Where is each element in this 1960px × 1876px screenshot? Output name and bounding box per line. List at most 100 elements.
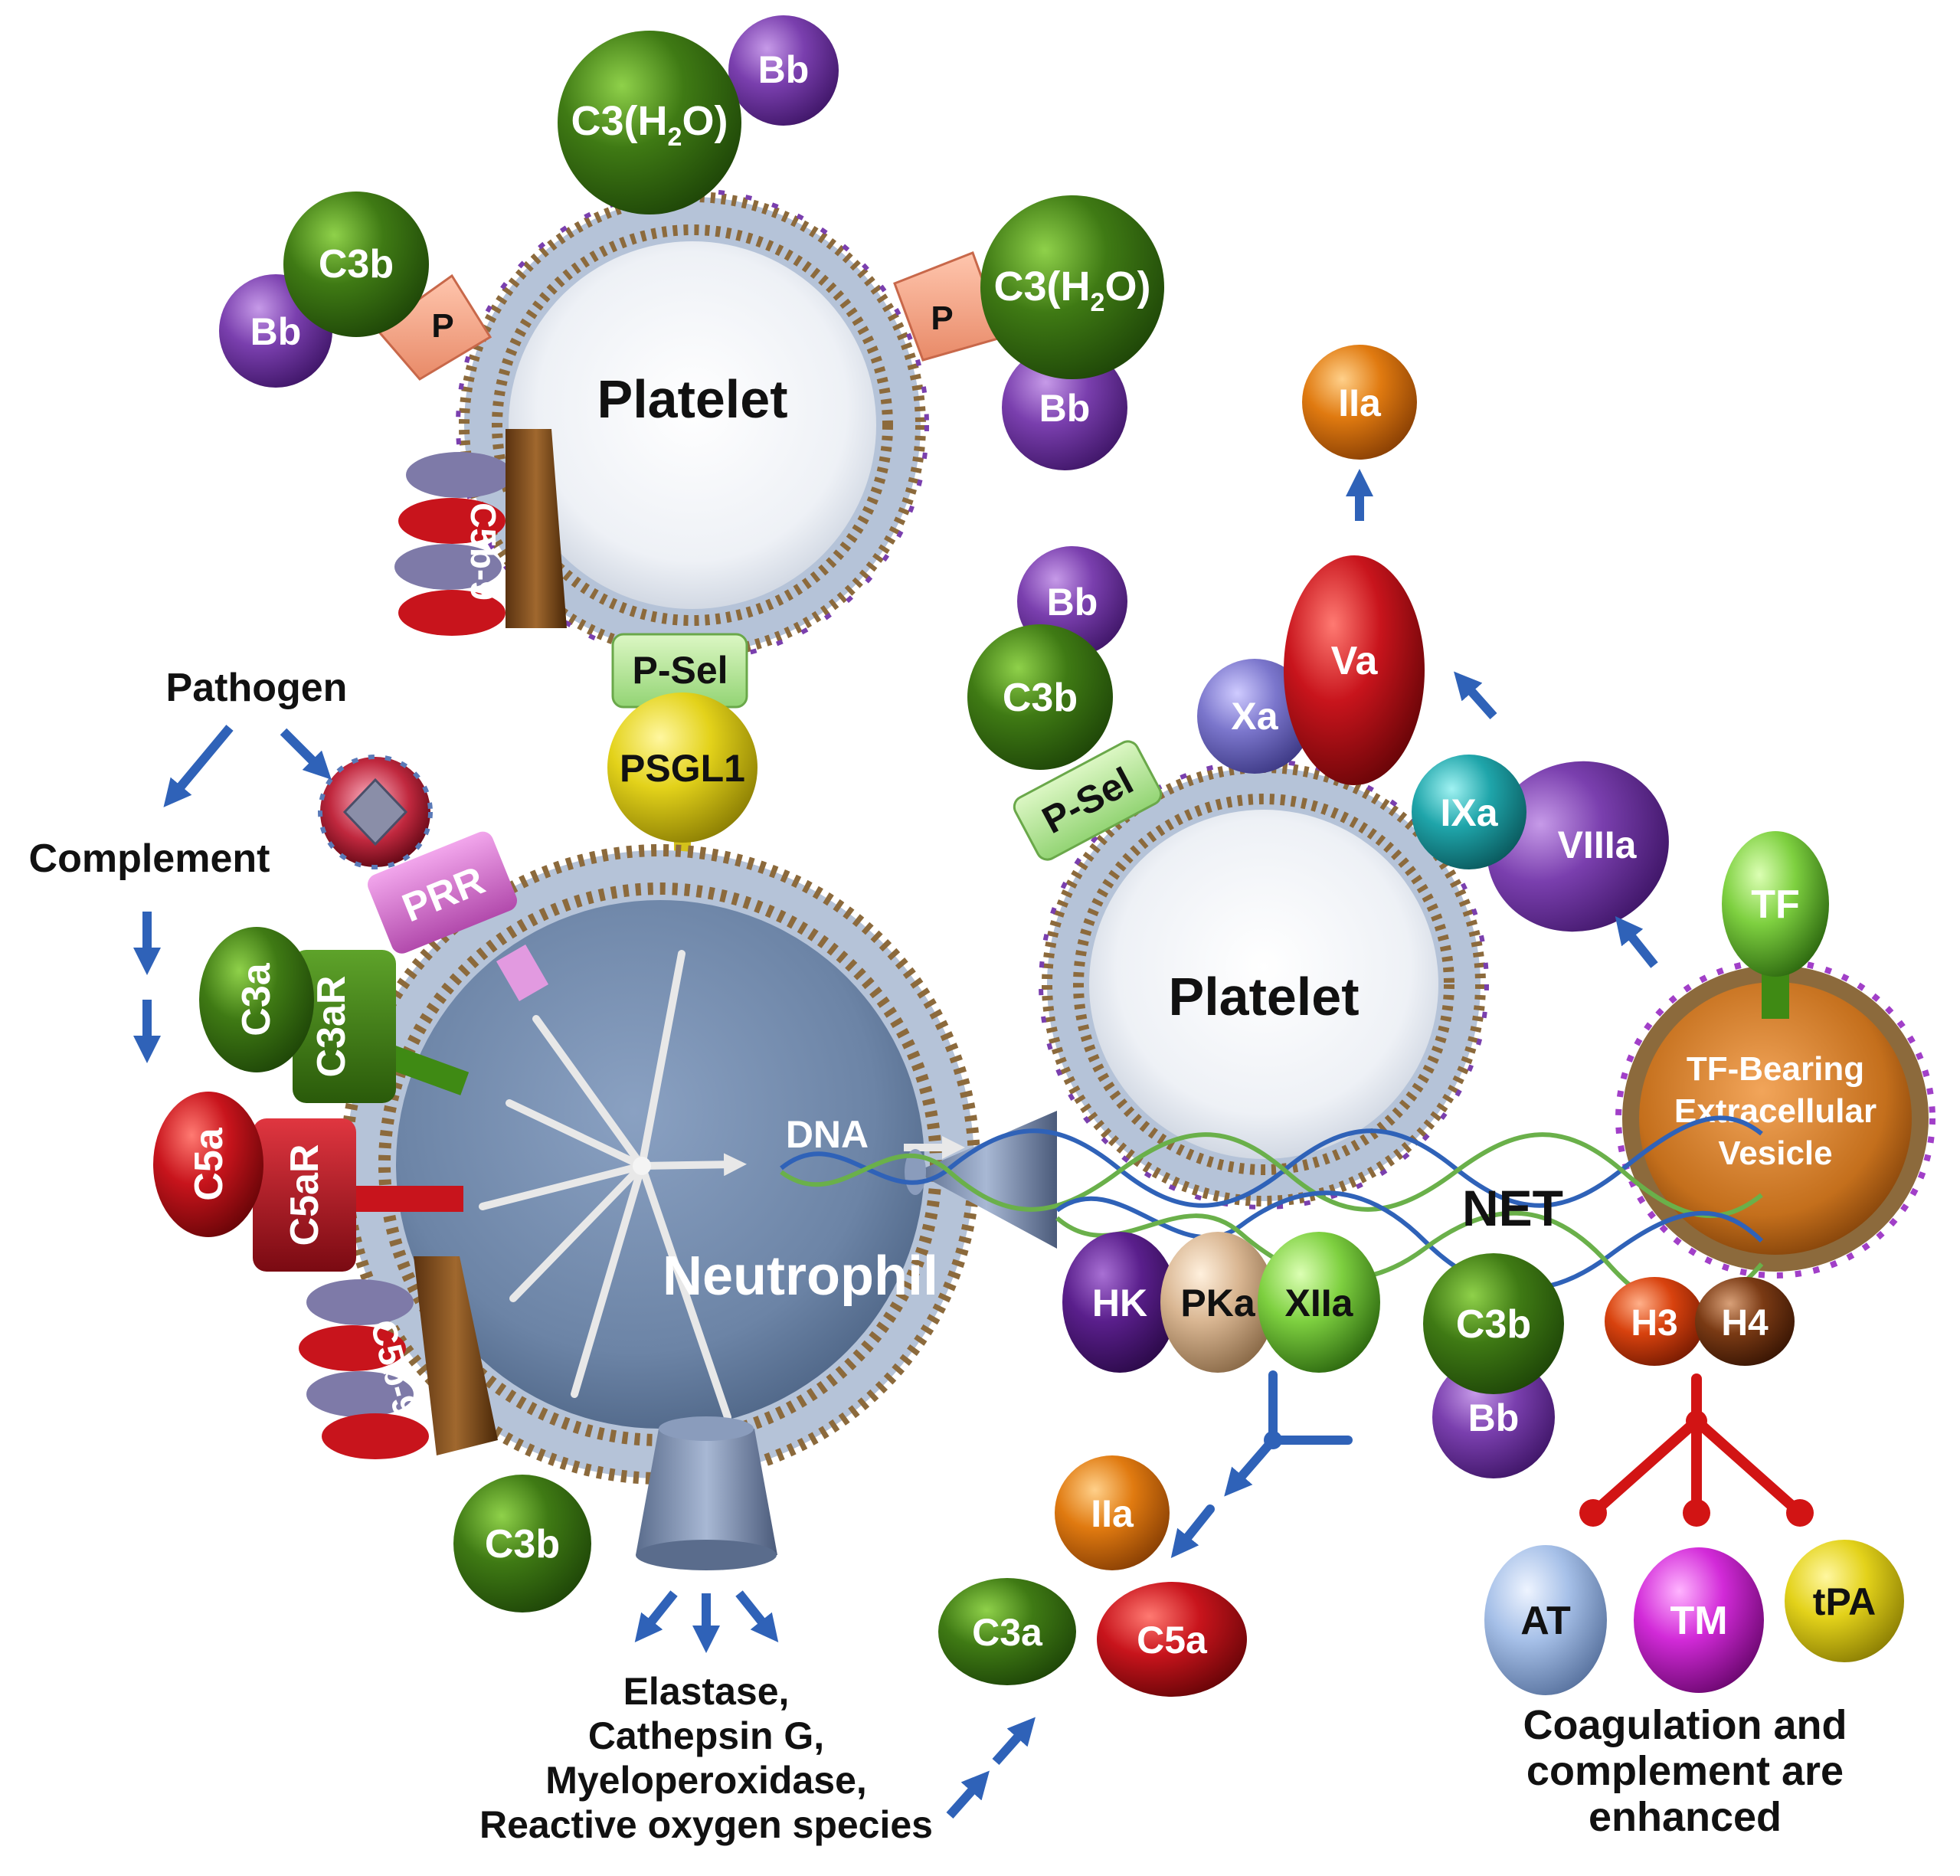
xa-label: Xa bbox=[1231, 695, 1278, 738]
effector-line-2: Cathepsin G, bbox=[588, 1714, 824, 1757]
effector-text: Elastase, Cathepsin G, Myeloperoxidase, … bbox=[479, 1670, 933, 1846]
c3h2o-right-label: C3(H2O) bbox=[994, 264, 1151, 317]
c5b9-neutrophil-subunit-3 bbox=[306, 1371, 414, 1417]
c3h2o-right-group: P Bb C3(H2O) bbox=[893, 195, 1164, 470]
c3h2o-top-label: C3(H2O) bbox=[571, 98, 728, 152]
c3a-c3ar: C3aR C3a bbox=[199, 927, 470, 1103]
neutrophil-label: Neutrophil bbox=[663, 1246, 938, 1307]
contact-system: HK PKa XIIa bbox=[1062, 1232, 1380, 1373]
c5b9-neutrophil-subunit-1 bbox=[306, 1279, 414, 1325]
tf-vesicle-line-1: TF-Bearing bbox=[1687, 1050, 1864, 1088]
degranulation-arrows bbox=[634, 1590, 779, 1653]
c3b-net-label: C3b bbox=[1456, 1302, 1531, 1347]
h3-label: H3 bbox=[1631, 1303, 1677, 1344]
net-exit-cone bbox=[915, 1111, 1057, 1249]
inhibition-right bbox=[1691, 1416, 1805, 1518]
prothrombinase: Xa Va bbox=[1197, 555, 1425, 785]
arrow-contact-down-1 bbox=[1224, 1436, 1278, 1497]
c5b9-top-subunit-3 bbox=[394, 544, 502, 590]
degranulation-cone-base bbox=[636, 1540, 777, 1570]
tpa-sphere bbox=[1785, 1540, 1904, 1662]
h4-label: H4 bbox=[1721, 1303, 1769, 1344]
platelet-right-body bbox=[1089, 810, 1438, 1159]
tf-vesicle-line-3: Vesicle bbox=[1718, 1134, 1832, 1172]
c5ar-shape bbox=[253, 1118, 356, 1272]
enhanced-line-1: Coagulation and bbox=[1523, 1702, 1847, 1748]
degranulation-cone-top bbox=[659, 1416, 754, 1441]
c5b9-top-subunit-2 bbox=[398, 498, 506, 544]
platelet-top-body bbox=[509, 241, 876, 609]
psel-right-shape bbox=[1013, 740, 1163, 861]
dna-ray-8 bbox=[638, 1153, 747, 1177]
contact-output-branch bbox=[1170, 1370, 1353, 1559]
c3b-left-top-group: P Bb C3b bbox=[219, 192, 492, 388]
c5b9-top-label: C5b-9 bbox=[463, 503, 503, 601]
platelet-top: Platelet bbox=[456, 188, 929, 662]
dna-ray-5 bbox=[509, 1162, 646, 1302]
tf-vesicle-text: TF-Bearing Extracellular Vesicle bbox=[1674, 1050, 1877, 1172]
effector-to-complement-arrows bbox=[946, 1717, 1036, 1819]
pathogen-arrows bbox=[133, 725, 332, 1063]
xa-sphere bbox=[1197, 659, 1312, 774]
iia-top-label: IIa bbox=[1338, 381, 1382, 424]
c5ar-stalk bbox=[348, 1186, 463, 1212]
c3a-free-label: C3a bbox=[972, 1611, 1043, 1654]
tpa-label: tPA bbox=[1813, 1580, 1876, 1623]
inhibition-end-center bbox=[1683, 1499, 1710, 1527]
tf-sphere bbox=[1722, 831, 1829, 977]
c3b-net-sphere bbox=[1423, 1253, 1564, 1394]
platelet-top-membrane-inner bbox=[492, 224, 893, 626]
degranulation-cone bbox=[636, 1429, 777, 1555]
enhanced-line-3: enhanced bbox=[1589, 1794, 1782, 1840]
inhibition-left bbox=[1588, 1416, 1702, 1518]
c3h2o-right-sphere bbox=[980, 195, 1164, 379]
effector-line-1: Elastase, bbox=[623, 1670, 790, 1713]
tf-label: TF bbox=[1751, 882, 1800, 927]
c5a-free-sphere bbox=[1097, 1582, 1247, 1697]
c3a-receptor-bound-sphere bbox=[199, 927, 314, 1072]
c5b9-neutrophil-subunit-2 bbox=[299, 1325, 406, 1371]
dna-label: DNA bbox=[786, 1113, 869, 1156]
bb-top-sphere bbox=[728, 15, 839, 126]
net-strand-green-1 bbox=[780, 1132, 1763, 1218]
c5a-free-label: C5a bbox=[1137, 1619, 1208, 1662]
c5b9-neutrophil-barrel bbox=[414, 1256, 498, 1455]
prr-shape bbox=[368, 831, 518, 954]
c3b-neutrophil-label: C3b bbox=[485, 1522, 560, 1567]
dna-ray-3 bbox=[506, 1099, 646, 1170]
arrow-effector-2 bbox=[992, 1717, 1036, 1765]
dna-ray-4 bbox=[479, 1162, 646, 1210]
arrow-degranulation-left bbox=[634, 1590, 678, 1643]
platelet-top-label: Platelet bbox=[597, 369, 788, 429]
arrow-contact-down-2 bbox=[1170, 1504, 1215, 1559]
psgl1-label: PSGL1 bbox=[620, 747, 745, 790]
arrow-degranulation-right bbox=[735, 1590, 779, 1643]
dna-origin bbox=[633, 1157, 651, 1175]
properdin-left-shape bbox=[375, 273, 492, 381]
dna-ray-2 bbox=[532, 1015, 646, 1170]
effector-line-4: Reactive oxygen species bbox=[479, 1803, 933, 1846]
at-label: AT bbox=[1520, 1599, 1571, 1643]
c3b-left-top-label: C3b bbox=[319, 242, 394, 286]
c5a-receptor-bound-sphere bbox=[153, 1092, 263, 1237]
dna-rays bbox=[479, 950, 747, 1421]
platelet-right-membrane-inner bbox=[1073, 794, 1454, 1175]
ixa-sphere bbox=[1412, 755, 1526, 869]
bb-right-label: Bb bbox=[1039, 387, 1091, 430]
va-label: Va bbox=[1331, 639, 1379, 683]
c3ar-stalk bbox=[381, 1043, 470, 1095]
complement-label: Complement bbox=[29, 837, 270, 881]
h3-sphere bbox=[1605, 1277, 1704, 1366]
c5b9-neutrophil-complex: C5b-9 bbox=[299, 1256, 498, 1459]
c3b-left-top-sphere bbox=[283, 192, 429, 337]
at-sphere bbox=[1484, 1545, 1607, 1695]
inhibition-end-left bbox=[1579, 1499, 1607, 1527]
platelet-right: Platelet bbox=[1039, 759, 1489, 1210]
arrow-ixa-to-va bbox=[1454, 671, 1497, 719]
pathogen-core bbox=[342, 778, 408, 846]
iia-bottom-label: IIa bbox=[1091, 1492, 1134, 1535]
effector-line-3: Myeloperoxidase, bbox=[545, 1759, 867, 1802]
c3b-neutrophil-sphere bbox=[453, 1475, 591, 1612]
